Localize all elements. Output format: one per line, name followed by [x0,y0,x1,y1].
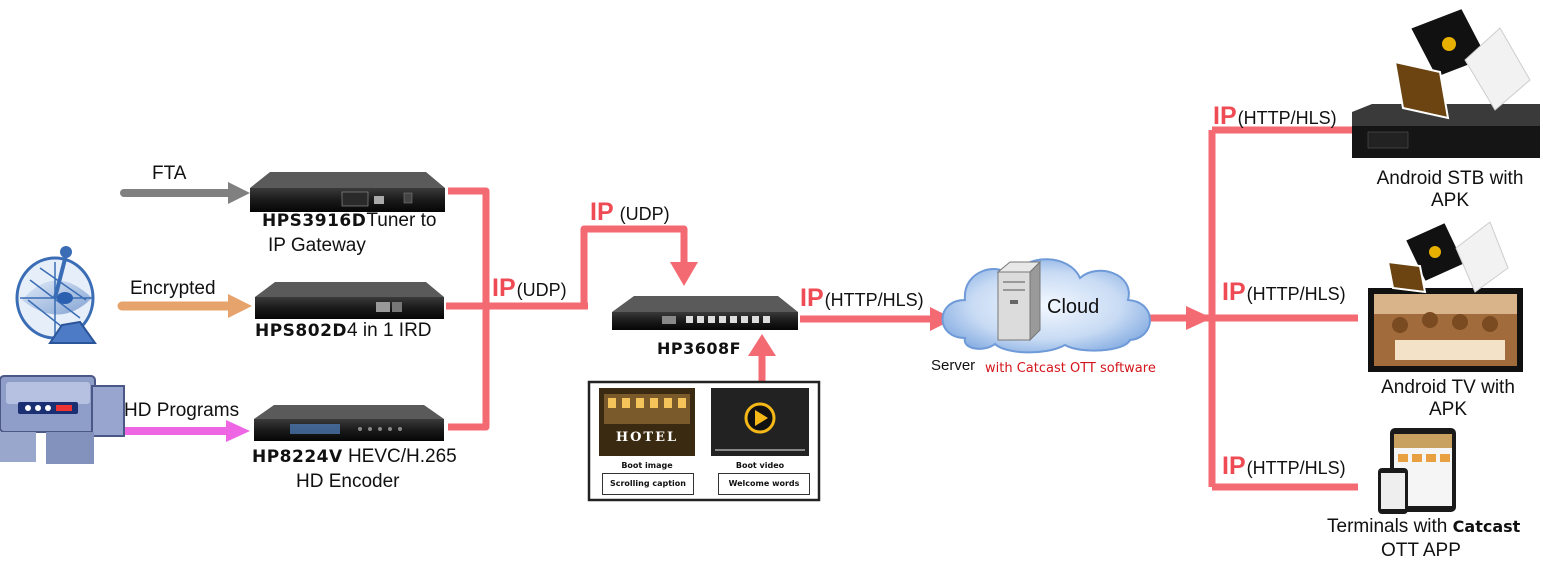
app-label-line-2: OTT APP [1381,540,1461,561]
udp-text: (UDP) [619,204,670,224]
ip-tag: IP [1222,452,1246,480]
tuner-rack-device [250,172,445,212]
tv-card-3 [1455,221,1509,293]
stb-label: Android STB with APK [1376,168,1524,211]
hd-arrowhead [226,420,250,442]
ip-tag: IP [590,198,614,226]
hls-text: (HTTP/HLS) [1237,108,1337,128]
server-label: Server [931,357,976,374]
tv-label: Android TV with APK [1381,377,1515,420]
fta-label: FTA [152,163,187,184]
ip-tag: IP [1213,102,1237,130]
gateway-rack-device [612,296,798,330]
gateway-model: HP3608F [657,339,742,358]
ip-tag: IP [1222,278,1246,306]
hotel-sign: HOTEL [615,430,679,445]
fta-arrowhead [228,182,250,204]
boot-image-label: Boot image [621,461,673,470]
encrypted-label: Encrypted [130,278,216,299]
tuner-caption: HPS3916DTuner to [262,210,436,232]
stb-card-2 [1393,60,1450,120]
input-arrows [117,182,252,442]
video-camera-icon [0,375,125,464]
ip-tag: IP [800,284,824,312]
tuner-model: HPS3916D [262,211,367,231]
app-text-1: Terminals with [1327,516,1448,537]
encoder-model: HP8224V [252,447,343,467]
tuner-desc-2: IP Gateway [268,235,366,256]
software-label: with Catcast OTT software [985,361,1156,376]
cloud-icon [941,258,1151,354]
app-brand: Catcast [1452,517,1521,536]
ird-model: HPS802D [255,321,348,341]
hd-programs-label: HD Programs [124,400,240,421]
app-label-line-1: Terminals with Catcast [1327,516,1520,538]
tv-card-2 [1386,260,1427,294]
android-tv-icon [1368,220,1523,372]
encoder-caption: HP8224V HEVC/H.265 [252,446,457,468]
tablet-phone-icon [1378,428,1456,514]
stb-card-3 [1464,27,1531,111]
tuner-desc-1: Tuner to [366,210,437,231]
ip-hls-label-app: IP(HTTP/HLS) [1222,454,1346,480]
ird-rack-device [255,282,444,319]
encoder-rack-device [254,405,444,441]
link-udp-loop [580,225,688,306]
hls-text: (HTTP/HLS) [1246,458,1346,478]
encoder-desc-1: HEVC/H.265 [347,446,457,467]
ird-caption: HPS802D4 in 1 IRD [255,320,432,342]
hls-text: (HTTP/HLS) [1246,284,1346,304]
satellite-dish-icon [15,246,97,344]
server-icon [996,260,1042,342]
ip-hls-label-tv: IP(HTTP/HLS) [1222,280,1346,306]
arrow-right-branch [1186,306,1212,330]
scrolling-caption-box: Scrolling caption [602,473,694,495]
ird-desc: 4 in 1 IRD [347,320,432,341]
encrypted-arrowhead [228,294,252,318]
boot-video-label: Boot video [735,461,785,470]
ip-hls-label-stb: IP(HTTP/HLS) [1213,104,1337,130]
arrow-up-gateway [748,334,776,356]
android-stb-icon [1352,6,1540,158]
arrow-down-gateway [670,262,698,286]
udp-text: (UDP) [516,280,567,300]
welcome-words-box: Welcome words [718,473,810,495]
ip-hls-label-cloud: IP(HTTP/HLS) [800,286,924,312]
ip-udp-label-1: IP(UDP) [492,276,567,302]
ip-tag: IP [492,274,516,302]
ip-udp-label-2: IP (UDP) [590,200,670,226]
cloud-label: Cloud [1047,296,1100,318]
hls-text: (HTTP/HLS) [824,290,924,310]
encoder-desc-2: HD Encoder [296,471,400,492]
